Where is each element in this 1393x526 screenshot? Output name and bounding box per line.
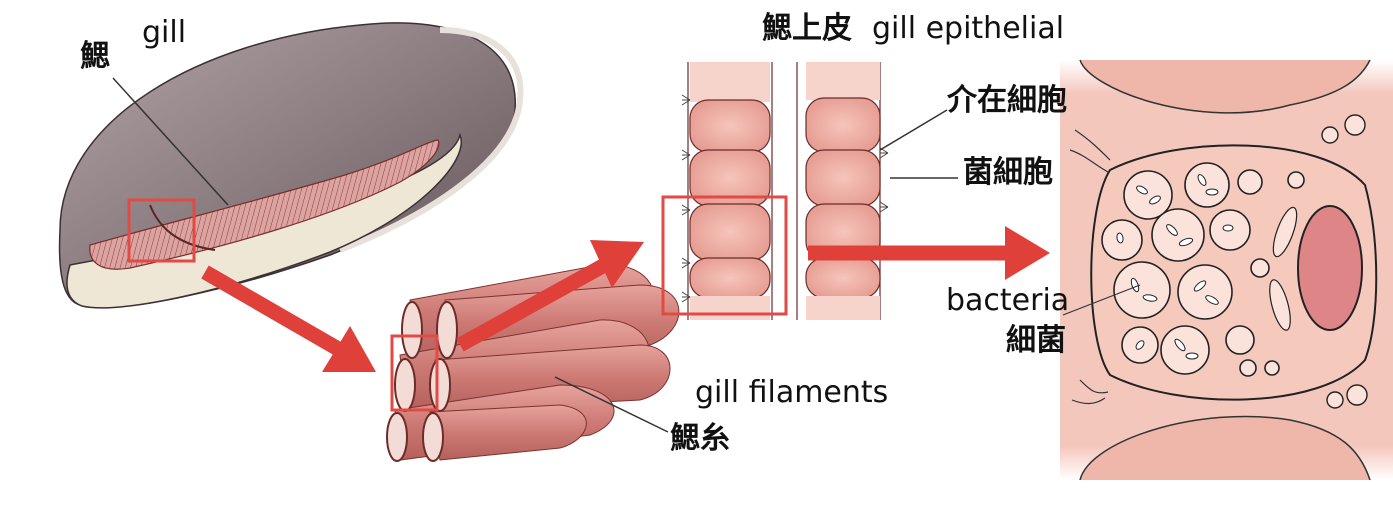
epithelium-right-column <box>797 62 880 320</box>
gill-filaments-label-en: gill filaments <box>695 378 888 408</box>
bacteriocyte-illustration <box>1060 60 1393 480</box>
gill-label-en: gill <box>142 18 186 48</box>
gill-label-jp: 鰓 <box>80 42 110 72</box>
bacteria-label-jp: 細菌 <box>1006 326 1066 356</box>
epithelium-left-column <box>688 62 772 320</box>
gill-filaments-label-jp: 鰓糸 <box>670 424 730 454</box>
gill-epithelial-label-en: gill epithelial <box>872 14 1064 44</box>
bacteriocyte-label: 菌細胞 <box>963 158 1053 188</box>
bacteria-label-en: bacteria <box>946 286 1069 316</box>
intercalary-cell-label: 介在細胞 <box>947 86 1067 116</box>
gill-epithelial-label-jp: 鰓上皮 <box>762 14 852 44</box>
intercalary-leader-line <box>880 110 947 150</box>
gill-filaments-illustration <box>387 265 679 461</box>
clam-illustration <box>60 23 521 308</box>
nucleus <box>1298 206 1362 330</box>
gill-epithelium-illustration <box>663 62 958 320</box>
arrow-to-filaments <box>205 272 376 372</box>
